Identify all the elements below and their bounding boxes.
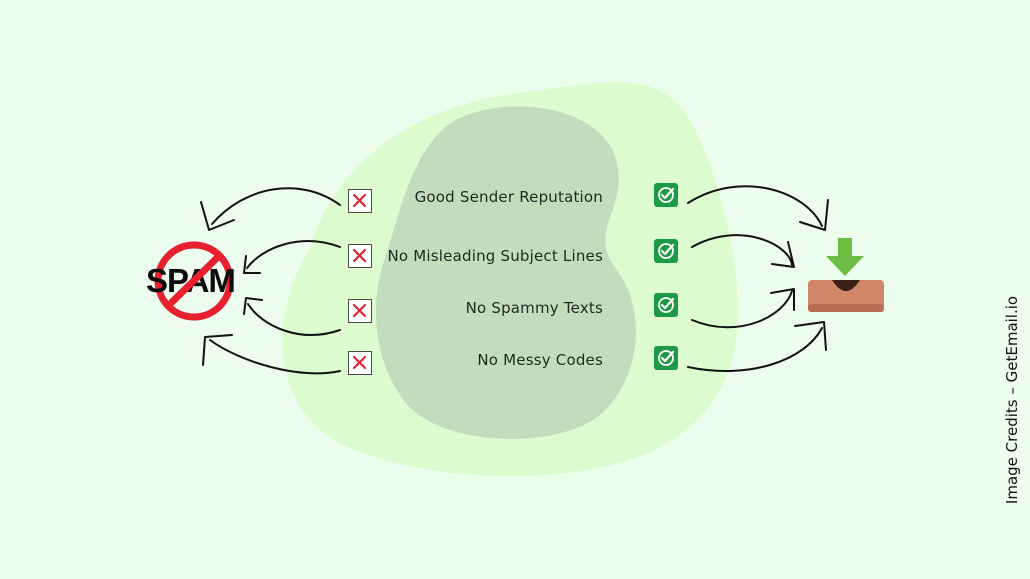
x-checkbox — [348, 189, 372, 213]
arrow-inbox-1 — [687, 185, 823, 227]
arrow-spam-1 — [211, 187, 341, 225]
red-x-mark-icon — [352, 303, 367, 318]
forbidden-slash — [165, 252, 223, 309]
x-checkbox — [348, 299, 372, 323]
check-checkbox — [654, 183, 678, 207]
arrow-head-spam-2 — [243, 255, 261, 274]
arrow-head-spam-4 — [202, 334, 233, 366]
red-x-mark-icon — [352, 355, 367, 370]
item-label-sender-reputation: Good Sender Reputation — [414, 188, 603, 206]
green-check-icon — [658, 297, 675, 313]
inner-blob — [376, 106, 636, 439]
check-checkbox — [654, 239, 678, 263]
arrow-spam-2 — [246, 240, 341, 269]
item-label-subject-lines: No Misleading Subject Lines — [387, 247, 603, 265]
red-x-mark-icon — [352, 248, 367, 263]
check-checkbox — [654, 346, 678, 370]
arrow-inbox-4 — [687, 327, 823, 372]
red-x-mark-icon — [352, 193, 367, 208]
image-credits: Image Credits – GetEmail.io — [1003, 295, 1021, 505]
item-label-messy-codes: No Messy Codes — [477, 351, 603, 369]
x-checkbox — [348, 351, 372, 375]
arrow-head-spam-1 — [200, 201, 235, 231]
arrow-head-inbox-1 — [799, 199, 829, 231]
arrow-head-inbox-3 — [770, 288, 795, 311]
arrow-inbox-2 — [691, 234, 793, 266]
arrow-head-inbox-2 — [771, 241, 795, 268]
arrow-spam-4 — [209, 339, 341, 375]
arrow-spam-3 — [247, 303, 341, 336]
x-checkbox — [348, 244, 372, 268]
arrow-inbox-3 — [691, 290, 793, 329]
green-check-icon — [658, 187, 675, 203]
no-spam-icon — [154, 241, 234, 321]
arrow-head-spam-3 — [243, 297, 263, 315]
green-check-icon — [658, 243, 675, 259]
check-checkbox — [654, 293, 678, 317]
item-label-spammy-texts: No Spammy Texts — [465, 299, 603, 317]
green-check-icon — [658, 350, 675, 366]
arrow-head-inbox-4 — [794, 321, 827, 351]
